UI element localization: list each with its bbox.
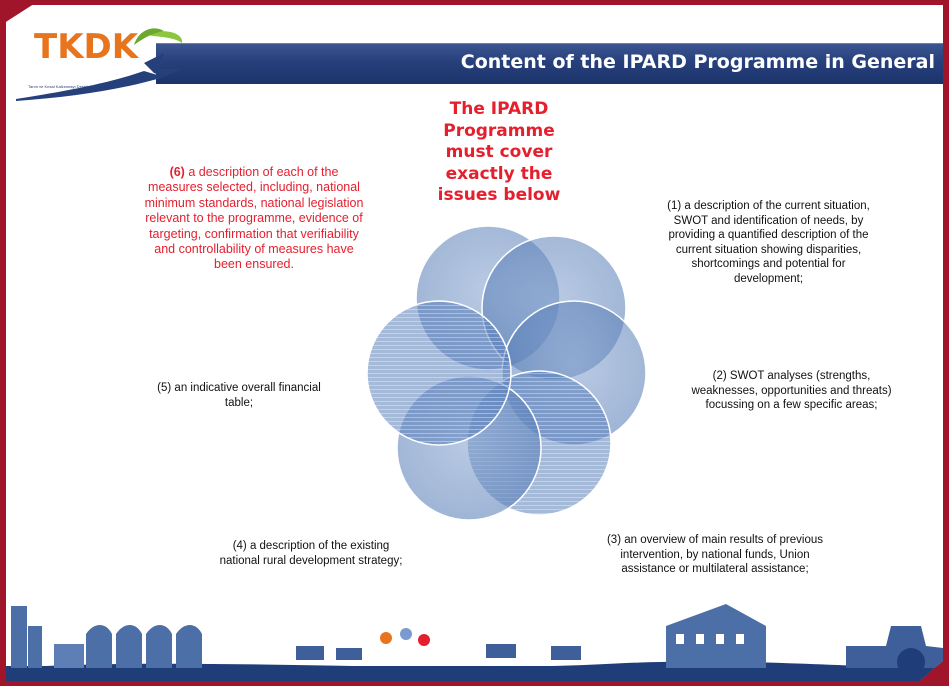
item-4: (4) a description of the existing nation… xyxy=(219,540,403,567)
circle-flower-diagram xyxy=(366,225,647,521)
tkdk-logo xyxy=(14,23,184,103)
item-5: (5) an indicative overall financial tabl… xyxy=(157,382,321,409)
item-6: (6) a description of each of the measure… xyxy=(144,165,364,273)
logo-swoosh-icon xyxy=(16,28,183,101)
item-6-text: a description of each of the measures se… xyxy=(144,165,364,272)
header-bar: Content of the IPARD Programme in Genera… xyxy=(156,43,943,84)
item-6-number: (6) xyxy=(169,165,185,179)
logo-subtitle: Tarım ve Kırsal Kalkınmayı Destekleme Ku… xyxy=(28,84,113,89)
logo-text: TKDK xyxy=(34,27,139,67)
item-3: (3) an overview of main results of previ… xyxy=(606,534,824,576)
item-2: (2) SWOT analyses (strengths, weaknesses… xyxy=(691,370,892,412)
slide: Content of the IPARD Programme in Genera… xyxy=(6,5,943,681)
item-1: (1) a description of the current situati… xyxy=(667,200,870,285)
diagram-circle xyxy=(366,300,512,446)
rural-silhouette-footer xyxy=(6,604,943,681)
main-heading: The IPARD Programme must cover exactly t… xyxy=(437,99,561,205)
page-title: Content of the IPARD Programme in Genera… xyxy=(460,51,935,73)
